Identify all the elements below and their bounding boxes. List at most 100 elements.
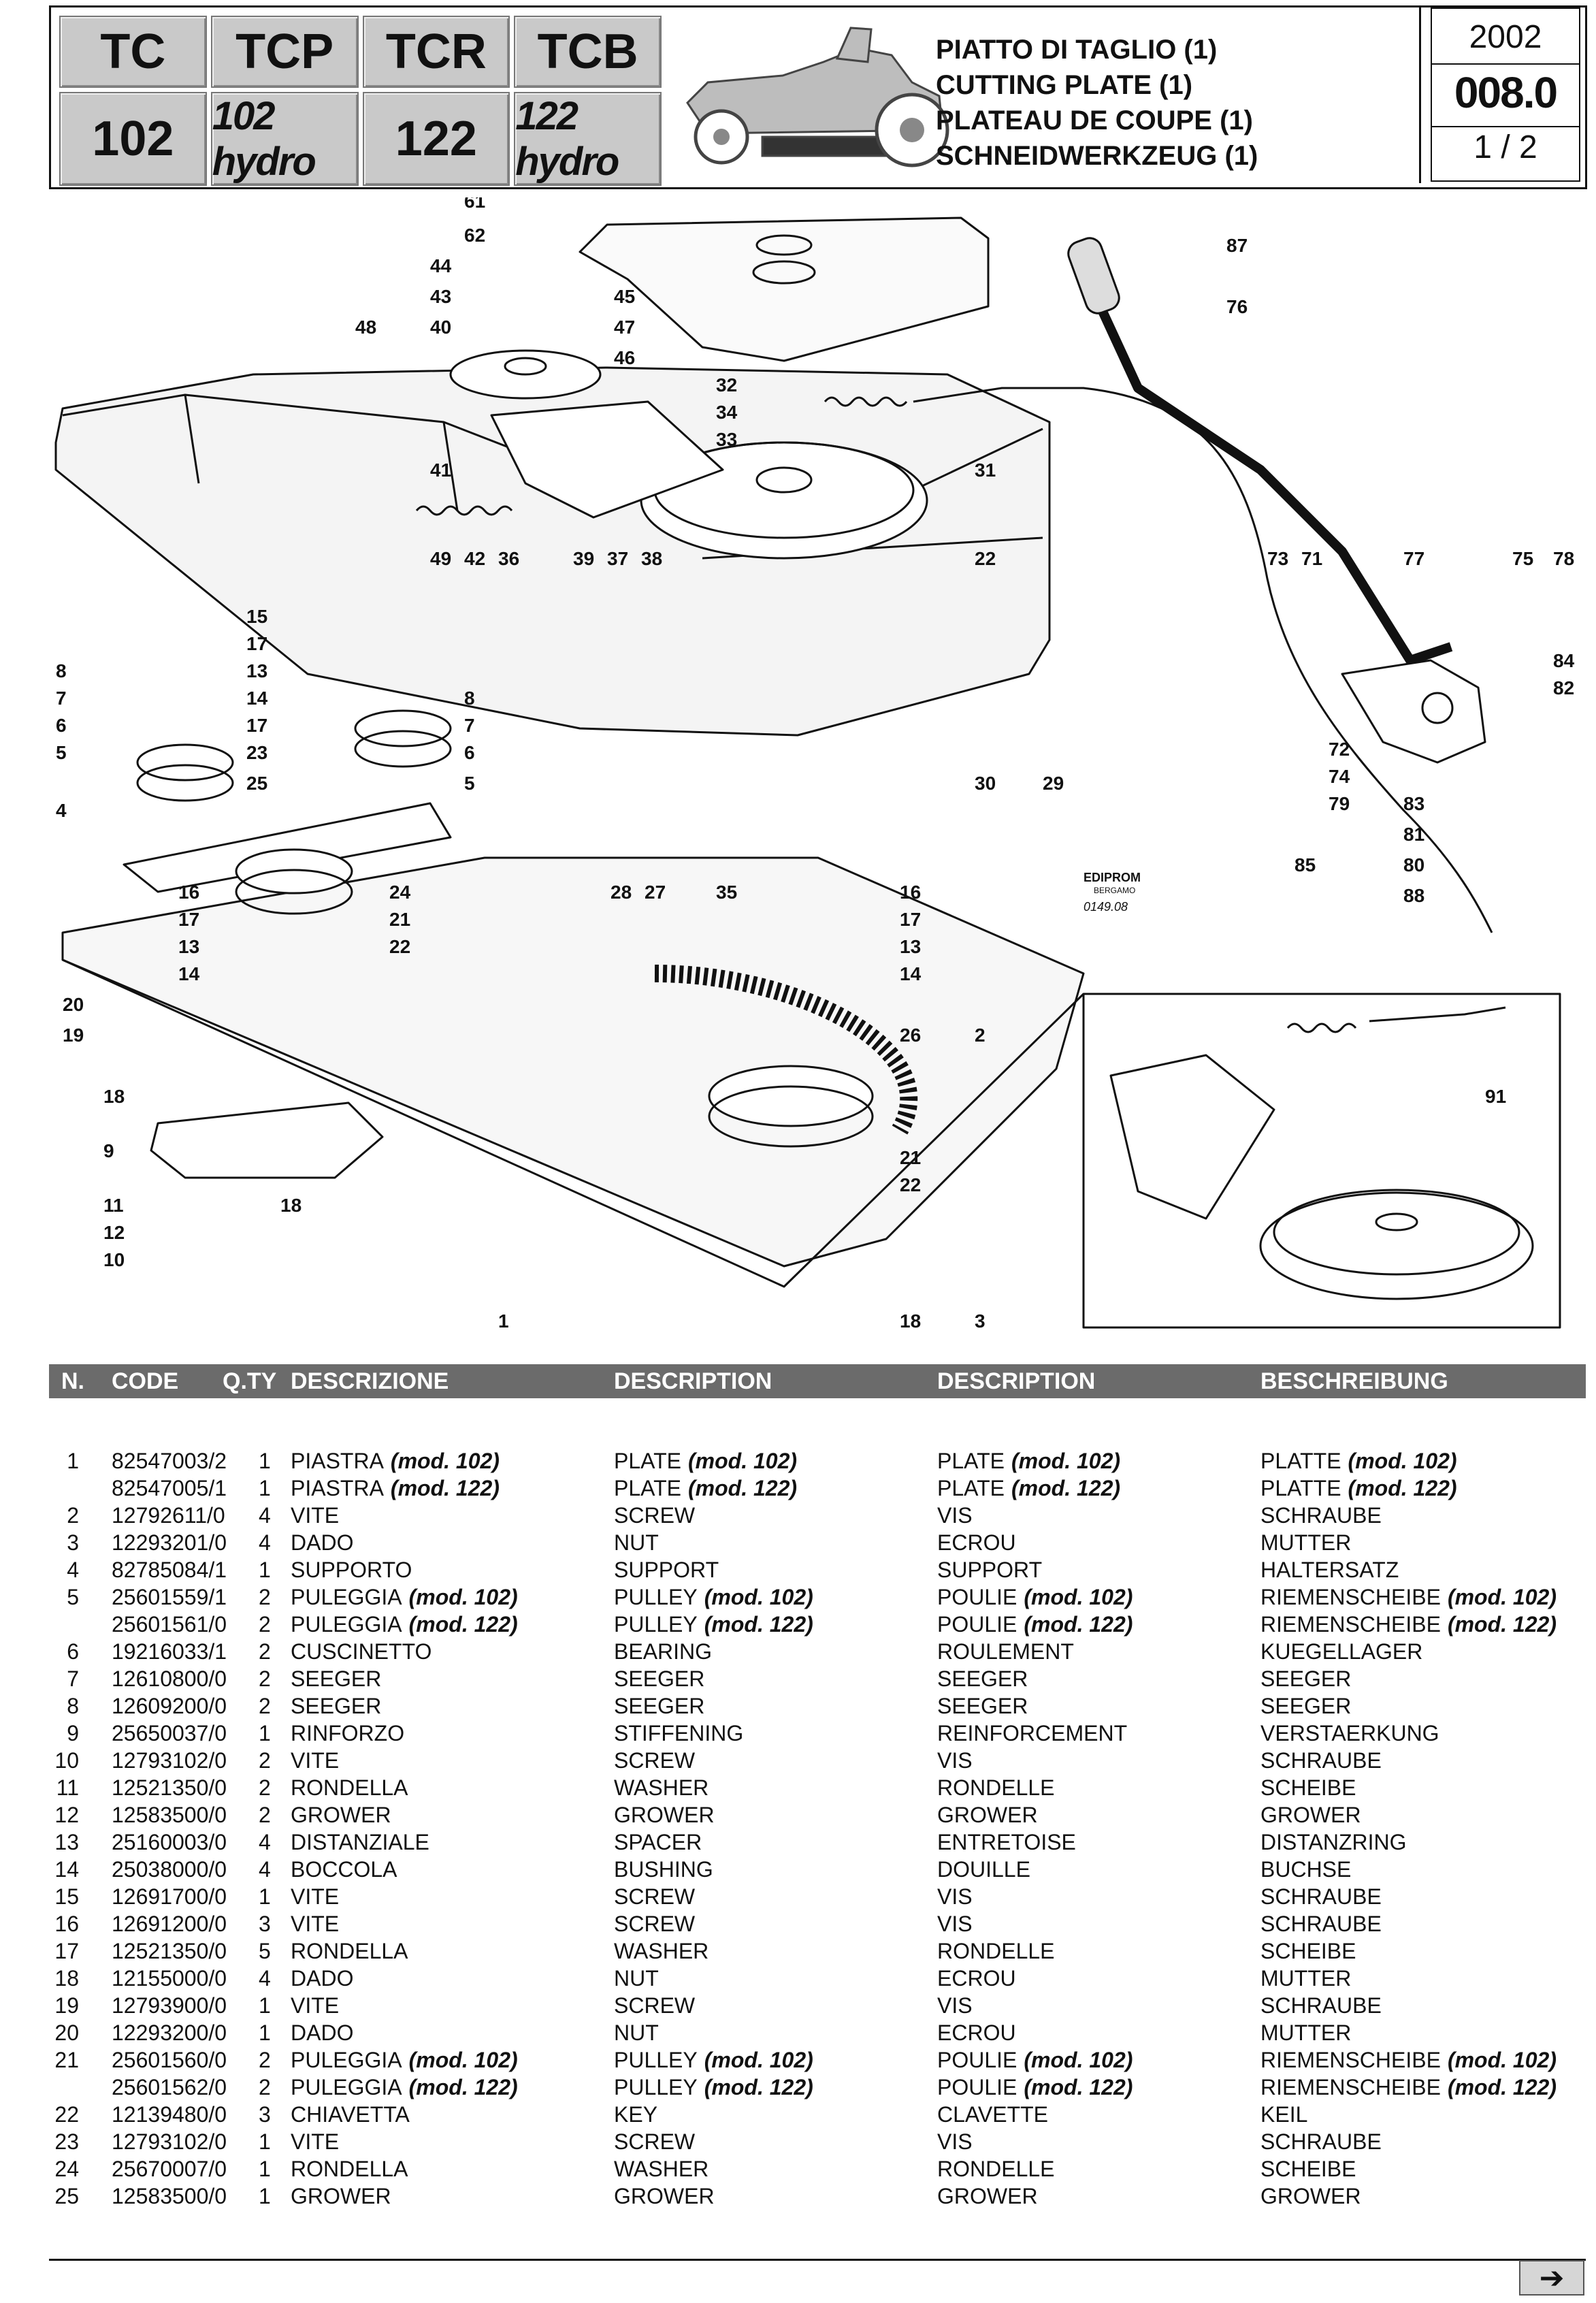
desc-en: NUT <box>614 1530 659 1556</box>
desc-fr-text: REINFORCEMENT <box>937 1721 1128 1745</box>
desc-it-text: VITE <box>291 1884 340 1909</box>
desc-fr-text: VIS <box>937 1993 973 2018</box>
part-number: 14 <box>54 1857 79 1882</box>
desc-en: SCREW <box>614 1748 695 1773</box>
desc-en: PULLEY(mod. 122) <box>614 2075 813 2100</box>
desc-de-text: RIEMENSCHEIBE <box>1260 2048 1441 2072</box>
desc-de-text: SCHRAUBE <box>1260 1912 1382 1936</box>
desc-it: DADO <box>291 1530 353 1556</box>
model-note: (mod. 122) <box>1348 1476 1457 1500</box>
callout: 61 <box>464 197 485 212</box>
desc-de: DISTANZRING <box>1260 1830 1407 1855</box>
callout: 62 <box>464 225 485 246</box>
callout: 14 <box>246 688 268 709</box>
callout: 23 <box>246 742 267 763</box>
callout: 32 <box>716 374 737 396</box>
desc-de: SEEGER <box>1260 1694 1351 1719</box>
desc-it-text: PULEGGIA <box>291 1585 402 1609</box>
desc-fr-text: VIS <box>937 2129 973 2154</box>
desc-it-text: CUSCINETTO <box>291 1639 432 1664</box>
callout: 40 <box>430 317 451 338</box>
callout: 87 <box>1226 235 1248 256</box>
part-code: 12792611/0 <box>112 1503 225 1528</box>
desc-fr: POULIE(mod. 102) <box>937 1585 1133 1610</box>
part-qty: 1 <box>259 1884 271 1909</box>
desc-it: PULEGGIA(mod. 122) <box>291 1612 518 1637</box>
callout: 17 <box>178 909 199 930</box>
model-variant: 102 <box>59 92 207 186</box>
callout: 42 <box>464 548 485 569</box>
desc-en-text: WASHER <box>614 1775 709 1800</box>
part-qty: 2 <box>259 1694 271 1718</box>
desc-it: CHIAVETTA <box>291 2102 410 2127</box>
desc-fr-text: RONDELLE <box>937 1775 1055 1800</box>
desc-fr: VIS <box>937 1993 973 2018</box>
desc-fr: RONDELLE <box>937 1775 1055 1801</box>
next-page-button[interactable]: ➔ <box>1519 2260 1584 2296</box>
desc-de: VERSTAERKUNG <box>1260 1721 1439 1746</box>
callout: 88 <box>1403 885 1424 906</box>
desc-fr-text: POULIE <box>937 1585 1017 1609</box>
desc-it: RONDELLA <box>291 1775 408 1801</box>
model-note: (mod. 122) <box>1024 2075 1133 2099</box>
desc-de-text: RIEMENSCHEIBE <box>1260 1612 1441 1637</box>
model-note: (mod. 102) <box>1024 2048 1133 2072</box>
callout: 22 <box>975 548 996 569</box>
part-qty: 4 <box>259 1857 271 1882</box>
desc-it-text: RONDELLA <box>291 2157 408 2181</box>
part-code: 25160003/0 <box>112 1830 227 1854</box>
lower-plate <box>61 856 1085 1268</box>
desc-fr: CLAVETTE <box>937 2102 1048 2127</box>
callout: 8 <box>56 660 67 681</box>
model-note: (mod. 122) <box>1011 1476 1121 1500</box>
desc-en-text: NUT <box>614 1966 659 1991</box>
model-note: (mod. 122) <box>408 1612 518 1637</box>
desc-it-text: VITE <box>291 1912 340 1936</box>
desc-fr: REINFORCEMENT <box>937 1721 1127 1746</box>
desc-de-text: MUTTER <box>1260 1530 1352 1555</box>
desc-en: SCREW <box>614 1912 695 1937</box>
part-qty: 1 <box>259 1993 271 2018</box>
model-note: (mod. 102) <box>688 1449 798 1473</box>
model-note: (mod. 122) <box>1447 2075 1557 2099</box>
desc-en: SPACER <box>614 1830 702 1855</box>
callout: 78 <box>1553 548 1574 569</box>
desc-de-text: GROWER <box>1260 2184 1361 2208</box>
desc-de-text: MUTTER <box>1260 1966 1352 1991</box>
desc-de: SCHRAUBE <box>1260 1884 1382 1910</box>
callout: 13 <box>900 936 921 957</box>
model-note: (mod. 102) <box>1011 1449 1121 1473</box>
desc-en-text: KEY <box>614 2102 658 2127</box>
part-code: 12691700/0 <box>112 1884 227 1909</box>
desc-fr-text: PLATE <box>937 1449 1005 1473</box>
model-note: (mod. 122) <box>704 1612 813 1637</box>
desc-en-text: SEEGER <box>614 1694 705 1718</box>
desc-fr-text: VIS <box>937 1884 973 1909</box>
pulley-5-left <box>136 743 234 782</box>
model-code: TC <box>59 16 207 88</box>
desc-fr-text: ECROU <box>937 1966 1016 1991</box>
desc-en-text: PULLEY <box>614 1585 698 1609</box>
desc-en-text: PLATE <box>614 1449 681 1473</box>
part-code: 12155000/0 <box>112 1966 227 1991</box>
desc-en: SCREW <box>614 1503 695 1528</box>
desc-en-text: NUT <box>614 1530 659 1555</box>
callout: 22 <box>900 1174 921 1195</box>
desc-en: WASHER <box>614 2157 709 2182</box>
part-code: 12139480/0 <box>112 2102 227 2127</box>
desc-it: VITE <box>291 1748 339 1773</box>
part-number: 25 <box>54 2184 79 2208</box>
desc-de: PLATTE(mod. 122) <box>1260 1476 1457 1501</box>
callout: 49 <box>430 548 451 569</box>
desc-de: HALTERSATZ <box>1260 1558 1399 1583</box>
desc-it-text: BOCCOLA <box>291 1857 397 1882</box>
